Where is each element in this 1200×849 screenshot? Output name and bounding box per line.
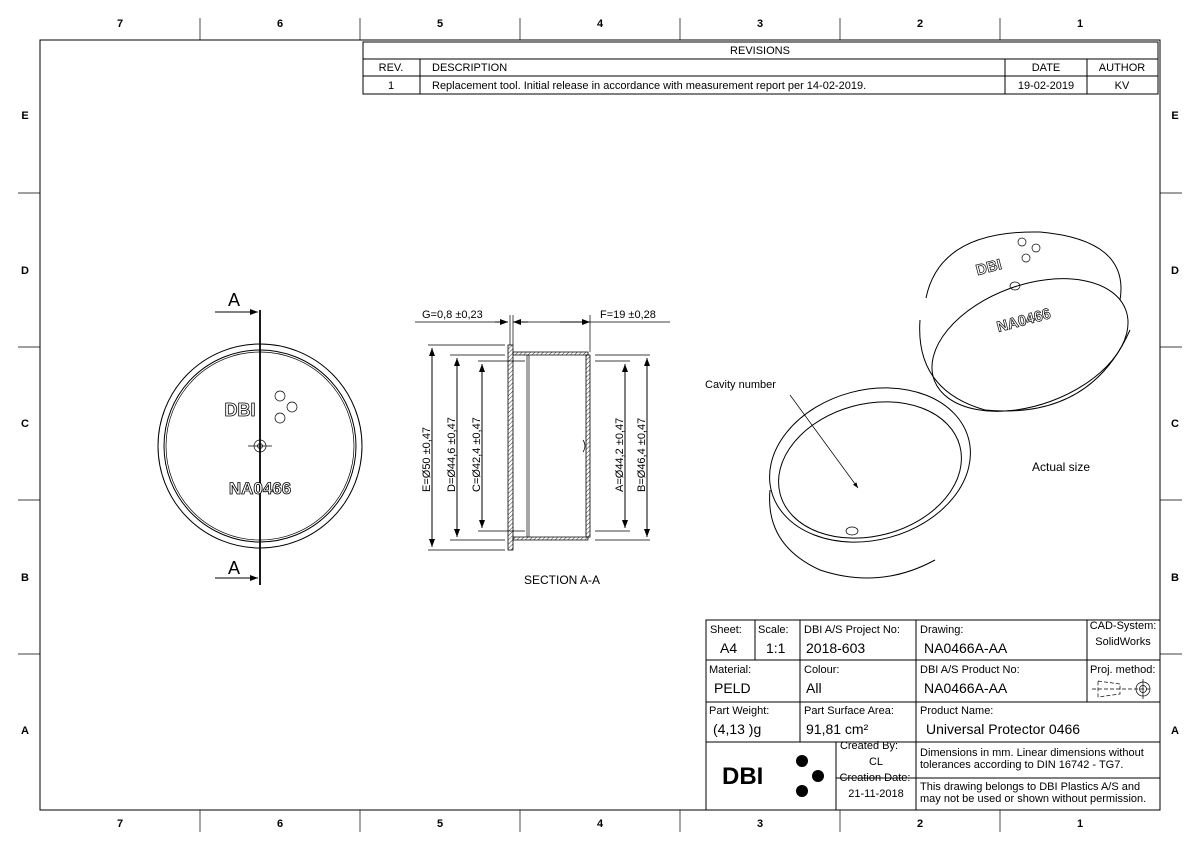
description-header: DESCRIPTION bbox=[432, 62, 507, 74]
zone-col-2: 2 bbox=[917, 818, 923, 830]
dim-g: G=0,8 ±0,23 bbox=[422, 309, 483, 321]
zone-col-6: 6 bbox=[277, 18, 283, 30]
product-name-value: Universal Protector 0466 bbox=[926, 721, 1080, 737]
zone-col-1: 1 bbox=[1077, 818, 1083, 830]
created-by-value: CL bbox=[869, 756, 883, 768]
zone-col-1: 1 bbox=[1077, 18, 1083, 30]
iso-embossed-part-number: NA0466 bbox=[995, 305, 1053, 336]
dim-f: F=19 ±0,28 bbox=[600, 309, 656, 321]
first-angle-projection-icon bbox=[1092, 679, 1151, 699]
revisions-title: REVISIONS bbox=[730, 45, 790, 57]
product-no-label: DBI A/S Product No: bbox=[920, 664, 1020, 676]
rev-description: Replacement tool. Initial release in acc… bbox=[432, 80, 866, 92]
rev-value: 1 bbox=[388, 80, 394, 92]
area-label: Part Surface Area: bbox=[804, 705, 894, 717]
iso-view-open: Cavity number bbox=[705, 379, 971, 579]
colour-value: All bbox=[806, 680, 822, 696]
section-title: SECTION A-A bbox=[524, 573, 600, 587]
dim-e: E=Ø50 ±0,47 bbox=[421, 427, 433, 492]
zone-row-d: D bbox=[21, 265, 29, 277]
zone-row-d: D bbox=[1171, 265, 1179, 277]
cad-label: CAD-System: bbox=[1090, 620, 1157, 632]
zone-col-5: 5 bbox=[437, 818, 443, 830]
dim-d: D=Ø44,6 ±0,47 bbox=[446, 417, 458, 492]
zone-col-7: 7 bbox=[117, 18, 123, 30]
ownership-note-line1: This drawing belongs to DBI Plastics A/S… bbox=[920, 781, 1140, 793]
cad-value: SolidWorks bbox=[1095, 636, 1151, 648]
material-label: Material: bbox=[709, 664, 751, 676]
scale-value: 1:1 bbox=[766, 640, 786, 656]
created-by-label: Created By: bbox=[840, 740, 898, 752]
project-label: DBI A/S Project No: bbox=[804, 624, 900, 636]
revisions-table: REVISIONS REV. DESCRIPTION DATE AUTHOR 1… bbox=[362, 41, 1159, 95]
colour-label: Colour: bbox=[804, 664, 839, 676]
rev-header: REV. bbox=[379, 62, 404, 74]
embossed-part-number: NA0466 bbox=[229, 479, 291, 498]
svg-text:DBI: DBI bbox=[722, 763, 763, 790]
iso-view-closed: DBI NA0466 Actual size bbox=[919, 231, 1131, 474]
zone-row-a: A bbox=[21, 725, 29, 737]
zone-col-3: 3 bbox=[757, 18, 763, 30]
zone-row-e: E bbox=[21, 110, 28, 122]
title-block: Sheet: A4 Scale: 1:1 DBI A/S Project No:… bbox=[705, 619, 1161, 811]
zone-row-c: C bbox=[1171, 418, 1179, 430]
company-logo: DBI bbox=[722, 755, 824, 797]
actual-size-note: Actual size bbox=[1032, 460, 1090, 474]
product-name-label: Product Name: bbox=[920, 705, 993, 717]
rev-date: 19-02-2019 bbox=[1018, 80, 1074, 92]
weight-value: (4,13 )g bbox=[713, 721, 761, 737]
section-marker-bottom: A bbox=[228, 558, 240, 578]
area-value: 91,81 cm² bbox=[806, 721, 869, 737]
iso-embossed-logo: DBI bbox=[974, 256, 1003, 279]
proj-method-label: Proj. method: bbox=[1090, 664, 1155, 676]
zone-col-6: 6 bbox=[277, 818, 283, 830]
creation-date-value: 21-11-2018 bbox=[848, 788, 903, 800]
ownership-note-line2: may not be used or shown without permiss… bbox=[920, 793, 1146, 805]
zone-col-5: 5 bbox=[437, 18, 443, 30]
zone-labels: 7 6 5 4 3 2 1 7 6 5 4 3 2 1 E D C B A E … bbox=[21, 18, 1179, 830]
project-value: 2018-603 bbox=[806, 640, 865, 656]
weight-label: Part Weight: bbox=[709, 705, 769, 717]
zone-col-4: 4 bbox=[597, 18, 604, 30]
section-view: G=0,8 ±0,23 F=19 ±0,28 E=Ø50 ±0,47 D=Ø44… bbox=[415, 309, 670, 587]
zone-col-3: 3 bbox=[757, 818, 763, 830]
section-marker-top: A bbox=[228, 290, 240, 310]
zone-col-7: 7 bbox=[117, 818, 123, 830]
zone-row-a: A bbox=[1171, 725, 1179, 737]
dimensions-note-line1: Dimensions in mm. Linear dimensions with… bbox=[920, 747, 1144, 759]
sheet-frame bbox=[18, 18, 1182, 832]
dim-a: A=Ø44,2 ±0,47 bbox=[614, 418, 626, 492]
product-no-value: NA0466A-AA bbox=[924, 680, 1008, 696]
dim-c: C=Ø42,4 ±0,47 bbox=[471, 417, 483, 492]
zone-row-b: B bbox=[1171, 572, 1179, 584]
zone-col-4: 4 bbox=[597, 818, 604, 830]
embossed-logo: DBI bbox=[225, 400, 256, 420]
dimensions-note-line2: tolerances according to DIN 16742 - TG7. bbox=[920, 759, 1123, 771]
drawing-label: Drawing: bbox=[920, 624, 963, 636]
cavity-number-note: Cavity number bbox=[705, 379, 776, 391]
date-header: DATE bbox=[1032, 62, 1061, 74]
front-view: A A DBI NA0466 bbox=[157, 290, 363, 585]
zone-row-b: B bbox=[21, 572, 29, 584]
sheet-value: A4 bbox=[720, 640, 737, 656]
dim-b: B=Ø46,4 ±0,47 bbox=[636, 418, 648, 492]
material-value: PELD bbox=[714, 680, 751, 696]
zone-row-e: E bbox=[1171, 110, 1178, 122]
creation-date-label: Creation Date: bbox=[840, 772, 911, 784]
zone-row-c: C bbox=[21, 418, 29, 430]
scale-label: Scale: bbox=[758, 624, 789, 636]
drawing-value: NA0466A-AA bbox=[924, 640, 1008, 656]
rev-author: KV bbox=[1115, 80, 1130, 92]
author-header: AUTHOR bbox=[1099, 62, 1146, 74]
zone-col-2: 2 bbox=[917, 18, 923, 30]
sheet-label: Sheet: bbox=[710, 624, 742, 636]
